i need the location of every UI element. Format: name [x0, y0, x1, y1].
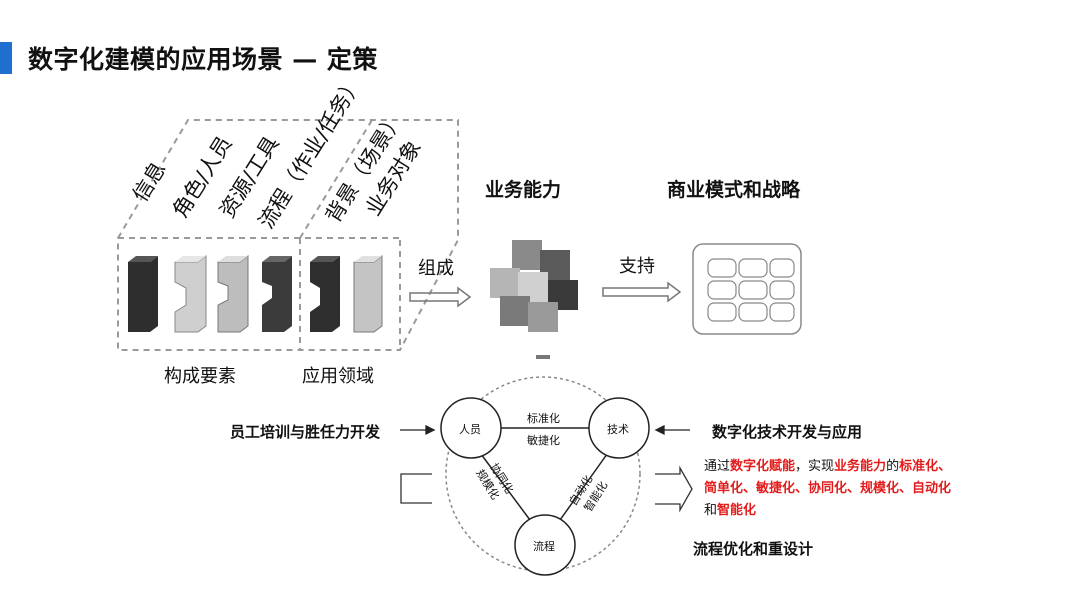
- triangle-diagram: [440, 376, 650, 576]
- arrow-label-support: 支持: [619, 256, 655, 277]
- group-label-elements: 构成要素: [164, 366, 236, 387]
- desc-part-6: 标准化、: [899, 459, 952, 474]
- title-accent-bar: [0, 42, 12, 74]
- block-object: [353, 255, 383, 333]
- node-tech: 技术: [607, 423, 629, 436]
- desc-part-1: 通过: [704, 459, 731, 474]
- node-process: 流程: [533, 540, 555, 553]
- bottom-left-bracket: [400, 473, 432, 504]
- strategy-grid-icon: [692, 243, 802, 335]
- block-role: [174, 255, 207, 333]
- edge-top-label-2: 敏捷化: [527, 434, 560, 447]
- desc-part-8: 和: [704, 503, 718, 518]
- desc-part-9: 智能化: [717, 503, 757, 518]
- block-process: [262, 256, 292, 332]
- block-info: [128, 256, 158, 332]
- node-people: 人员: [459, 423, 481, 436]
- edge-top-label-1: 标准化: [527, 412, 560, 425]
- support-arrow: [602, 281, 682, 303]
- desc-part-7: 简单化、敏捷化、协同化、规模化、自动化: [704, 481, 952, 496]
- arrow-label-compose: 组成: [418, 258, 454, 279]
- bottom-right-arrow: [655, 465, 693, 513]
- heading-capability: 业务能力: [485, 179, 562, 201]
- block-resource: [217, 255, 249, 333]
- capability-cube-icon: [490, 240, 578, 359]
- right-arrow: [654, 424, 690, 436]
- description-text: 通过数字化赋能，实现业务能力的标准化、简单化、敏捷化、协同化、规模化、自动化和智…: [704, 456, 974, 522]
- desc-part-4: 业务能力: [834, 459, 887, 474]
- label-staff-training: 员工培训与胜任力开发: [230, 423, 381, 441]
- block-context: [310, 256, 340, 332]
- label-tech-dev: 数字化技术开发与应用: [712, 423, 863, 441]
- left-arrow: [400, 424, 436, 436]
- group-label-domain: 应用领域: [302, 366, 374, 387]
- elements-dashed-frame: [117, 119, 459, 351]
- desc-part-5: 的: [886, 459, 900, 474]
- compose-arrow: [409, 286, 472, 308]
- desc-part-2: 数字化赋能: [730, 459, 796, 474]
- page-title: 数字化建模的应用场景 — 定策: [28, 45, 378, 74]
- desc-part-3: ，实现: [795, 459, 835, 474]
- label-process-optimization: 流程优化和重设计: [693, 540, 814, 558]
- heading-strategy: 商业模式和战略: [667, 179, 801, 201]
